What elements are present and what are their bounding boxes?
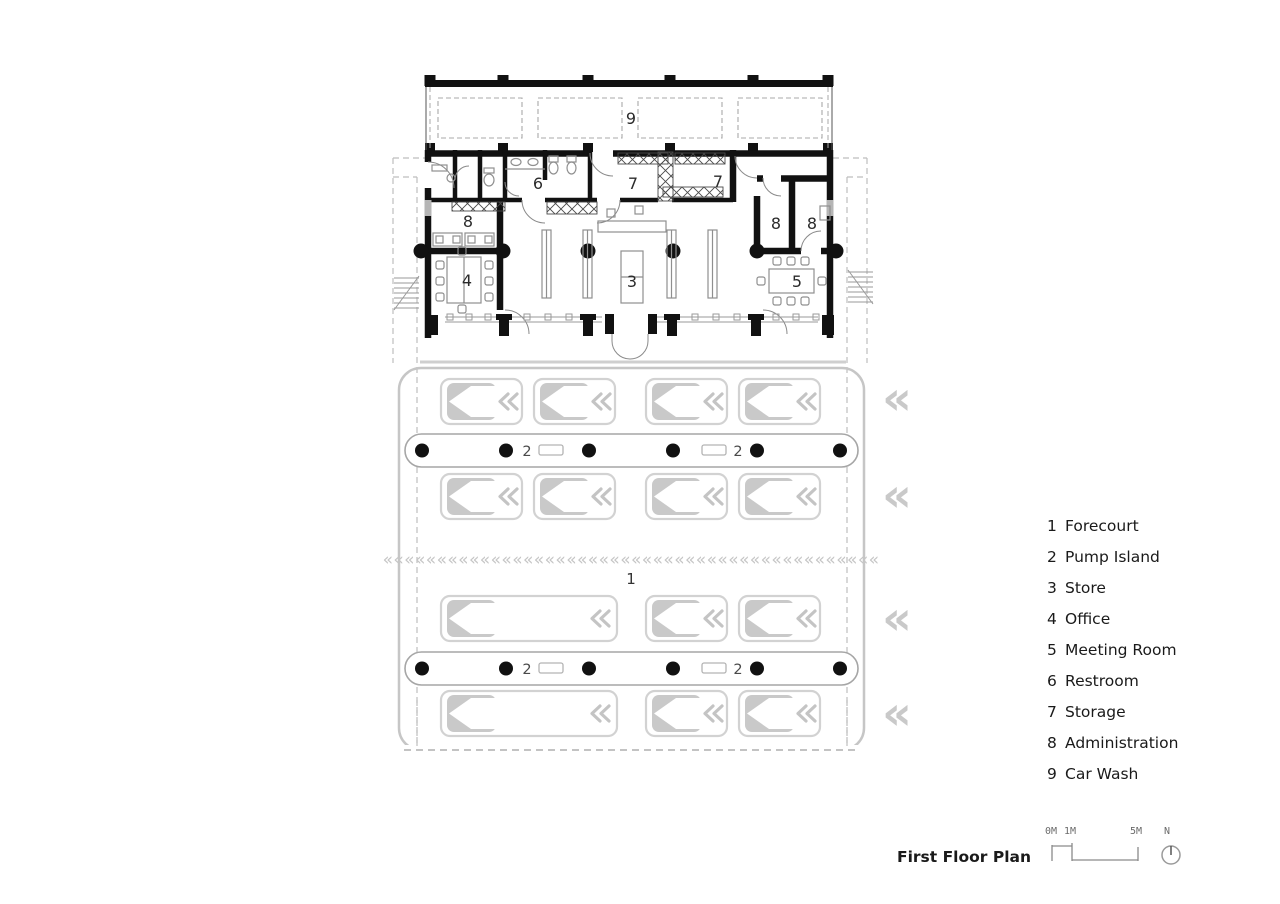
door-arcs xyxy=(427,152,822,335)
exit-chevron-icon: « xyxy=(882,371,912,425)
office-label: 4 xyxy=(462,271,472,290)
legend-label: Meeting Room xyxy=(1065,641,1177,659)
admin-right-label: 8 xyxy=(807,214,817,233)
parking-spot xyxy=(737,472,822,521)
parking-spot xyxy=(644,689,729,738)
legend-item-storage: 7 Storage xyxy=(1047,697,1178,728)
pump-island-2: 2 2 xyxy=(404,651,859,686)
main-building: 6 7 7 8 8 8 4 3 5 xyxy=(413,150,844,360)
legend-item-restroom: 6 Restroom xyxy=(1047,666,1178,697)
forecourt-label: 1 xyxy=(626,570,636,588)
fuel-dispenser xyxy=(538,444,564,456)
pump-island-label: 2 xyxy=(522,662,531,678)
storage-left-label: 7 xyxy=(628,174,638,193)
storage-right-label: 7 xyxy=(713,172,723,191)
legend-num: 9 xyxy=(1047,765,1057,783)
scale-label-5m: 5M xyxy=(1130,826,1143,837)
entrance-door-arcs xyxy=(611,340,649,360)
legend-item-forecourt: 1 Forecourt xyxy=(1047,511,1178,542)
legend-num: 5 xyxy=(1047,641,1057,659)
exit-chevron-icon: « xyxy=(882,591,912,645)
furniture xyxy=(431,155,831,314)
parking-spot-long xyxy=(439,689,619,738)
legend-num: 8 xyxy=(1047,734,1057,752)
parking-spot-long xyxy=(439,594,619,643)
parking-spot xyxy=(532,472,617,521)
restroom-label: 6 xyxy=(533,174,543,193)
legend-num: 1 xyxy=(1047,517,1057,535)
wash-bay xyxy=(437,97,823,139)
legend-num: 6 xyxy=(1047,672,1057,690)
legend-num: 7 xyxy=(1047,703,1057,721)
walls-interior xyxy=(425,150,733,203)
legend-num: 4 xyxy=(1047,610,1057,628)
parking-spot xyxy=(644,472,729,521)
stairs-right xyxy=(847,269,874,305)
fuel-dispenser xyxy=(701,662,727,674)
parking-spot xyxy=(439,377,524,426)
admin-mid-label: 8 xyxy=(771,214,781,233)
scale-label-1m: 1M xyxy=(1064,826,1077,837)
pump-island-1: 2 2 xyxy=(404,433,859,468)
store-label: 3 xyxy=(627,272,637,291)
legend-label: Storage xyxy=(1065,703,1126,721)
legend-item-office: 4 Office xyxy=(1047,604,1178,635)
parking-spot xyxy=(644,377,729,426)
legend-label: Administration xyxy=(1065,734,1179,752)
pump-island-label: 2 xyxy=(522,444,531,460)
legend-label: Forecourt xyxy=(1065,517,1139,535)
car-wash-label: 9 xyxy=(626,109,636,128)
parking-spot xyxy=(439,472,524,521)
fuel-dispenser xyxy=(701,444,727,456)
scale-bar xyxy=(1051,843,1139,861)
scale-label-0m: 0M xyxy=(1045,826,1058,837)
exit-chevron-icon: « xyxy=(882,686,912,740)
legend-num: 3 xyxy=(1047,579,1057,597)
exit-chevron-icon: « xyxy=(882,468,912,522)
shelving-hatch xyxy=(451,151,726,215)
car-wash: 9 xyxy=(424,75,834,152)
legend-label: Car Wash xyxy=(1065,765,1139,783)
north-arrow-icon xyxy=(1161,845,1181,865)
parking-spot xyxy=(644,594,729,643)
stairs-left xyxy=(393,275,420,311)
forecourt: 2 2 ««««««««««««««««««««««««««««««««««««… xyxy=(383,366,912,757)
legend: 1 Forecourt 2 Pump Island 3 Store 4 Office 5… xyxy=(1047,511,1178,790)
legend-label: Restroom xyxy=(1065,672,1139,690)
legend-label: Store xyxy=(1065,579,1106,597)
meeting-room-label: 5 xyxy=(792,272,802,291)
north-label: N xyxy=(1164,826,1171,837)
parking-spot xyxy=(737,689,822,738)
legend-label: Pump Island xyxy=(1065,548,1160,566)
admin-left-label: 8 xyxy=(463,212,473,231)
parking-spot xyxy=(737,377,822,426)
legend-item-store: 3 Store xyxy=(1047,573,1178,604)
lane-marking-chevrons: ««««««««««««««««««««««««««««««««««««««««… xyxy=(383,550,880,570)
legend-item-administration: 8 Administration xyxy=(1047,728,1178,759)
page-title: First Floor Plan xyxy=(897,848,1031,866)
legend-num: 2 xyxy=(1047,548,1057,566)
legend-item-car-wash: 9 Car Wash xyxy=(1047,759,1178,790)
legend-item-pump-island: 2 Pump Island xyxy=(1047,542,1178,573)
pump-island-label: 2 xyxy=(733,662,742,678)
fuel-dispenser xyxy=(538,662,564,674)
storefront xyxy=(426,313,834,360)
pump-island-label: 2 xyxy=(733,444,742,460)
exit-chevrons: « « « « xyxy=(882,371,912,740)
legend-label: Office xyxy=(1065,610,1111,628)
parking-spot xyxy=(737,594,822,643)
legend-item-meeting-room: 5 Meeting Room xyxy=(1047,635,1178,666)
parking-spot xyxy=(532,377,617,426)
